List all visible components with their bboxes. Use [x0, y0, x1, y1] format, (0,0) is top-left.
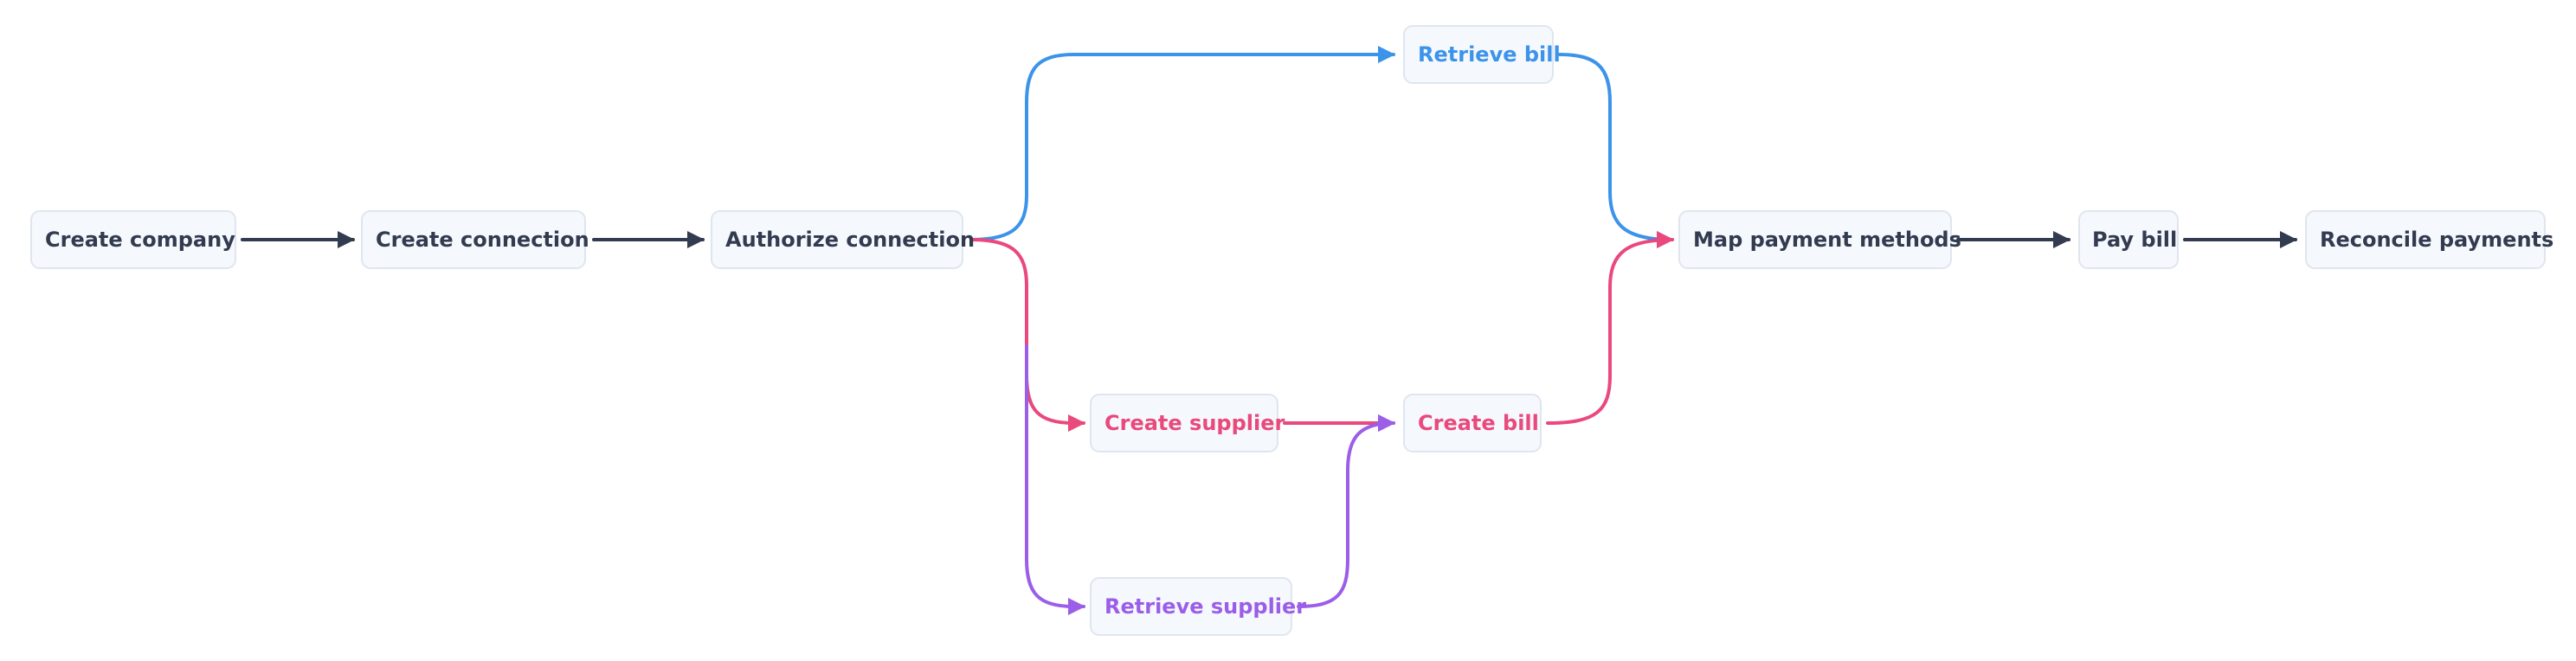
nodes: Create company Create connection Authori…: [30, 25, 2553, 636]
edge-authorize-connection-to-retrieve-bill: [969, 46, 1395, 241]
edge-retrieve-bill-to-map-payment-methods: [1558, 53, 1674, 248]
node-label: Create company: [45, 228, 235, 252]
edge-create-bill-to-map-payment-methods: [1546, 231, 1674, 425]
node-label: Retrieve bill: [1418, 42, 1561, 67]
node-create-supplier[interactable]: Create supplier: [1090, 394, 1285, 452]
node-retrieve-bill[interactable]: Retrieve bill: [1403, 25, 1561, 84]
node-label: Pay bill: [2092, 228, 2177, 252]
node-label: Reconcile payments: [2320, 228, 2553, 252]
node-label: Map payment methods: [1693, 228, 1961, 252]
node-retrieve-supplier[interactable]: Retrieve supplier: [1090, 577, 1306, 636]
node-label: Create supplier: [1104, 411, 1285, 435]
node-create-connection[interactable]: Create connection: [361, 210, 589, 269]
node-create-company[interactable]: Create company: [30, 210, 236, 269]
node-authorize-connection[interactable]: Authorize connection: [711, 210, 975, 269]
node-label: Retrieve supplier: [1104, 594, 1306, 619]
node-reconcile-payments[interactable]: Reconcile payments: [2305, 210, 2553, 269]
node-label: Create bill: [1418, 411, 1539, 435]
edges: [241, 46, 2297, 615]
node-label: Authorize connection: [725, 228, 975, 252]
edge-retrieve-supplier-to-create-bill: [1297, 414, 1395, 608]
node-create-bill[interactable]: Create bill: [1403, 394, 1542, 452]
node-label: Create connection: [376, 228, 589, 252]
node-pay-bill[interactable]: Pay bill: [2078, 210, 2179, 269]
edge-authorize-connection-to-retrieve-supplier: [1025, 344, 1085, 615]
node-map-payment-methods[interactable]: Map payment methods: [1678, 210, 1961, 269]
